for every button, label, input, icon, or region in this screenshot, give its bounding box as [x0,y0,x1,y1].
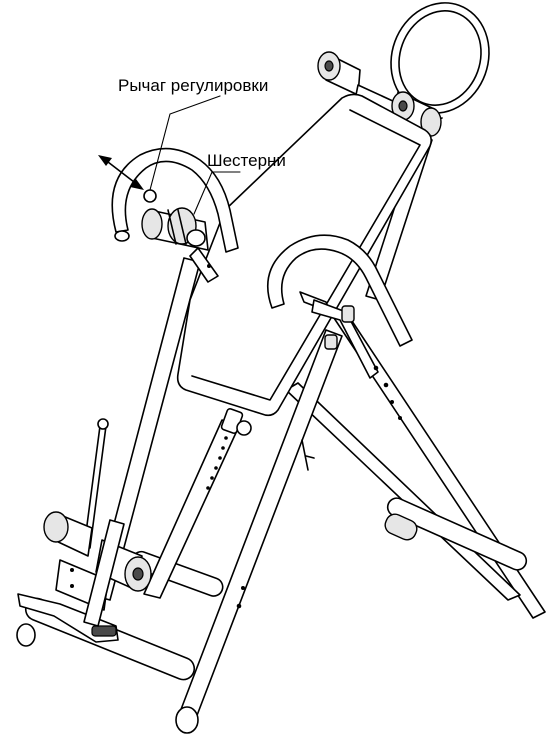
rear-legs [285,311,546,619]
left-lower-frame [83,519,125,627]
leader-lines [149,95,241,215]
gears-label: Шестерни [207,151,286,170]
right-handle [266,234,413,471]
lever-label: Рычаг регулировки [118,76,269,95]
left-handle [111,147,239,253]
ankle-lock [17,418,152,643]
height-adjust-tube [143,407,252,599]
backrest-board [176,93,432,417]
lever-direction-arrow [98,155,144,190]
gear-hinge [141,189,219,283]
